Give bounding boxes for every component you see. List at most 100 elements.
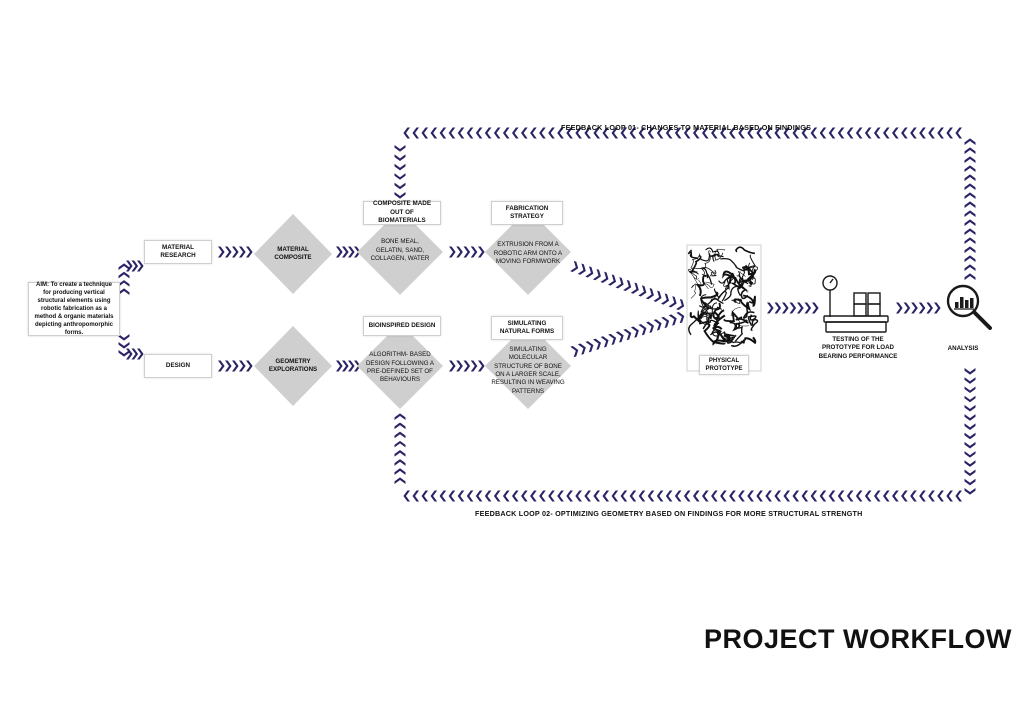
chevron	[600, 335, 611, 348]
chevron	[457, 127, 465, 139]
chevron	[647, 490, 655, 502]
chevron	[638, 285, 649, 298]
chevron	[493, 127, 501, 139]
chevron	[577, 342, 588, 355]
chevron	[964, 395, 976, 403]
chevron	[964, 441, 976, 449]
chevron	[782, 302, 789, 314]
chevron	[656, 490, 664, 502]
chevron	[118, 271, 130, 279]
chevron	[928, 490, 935, 502]
chevron	[466, 490, 474, 502]
chevron	[668, 296, 679, 309]
chevron	[828, 490, 836, 502]
chevron	[653, 290, 664, 304]
chevron	[810, 490, 818, 502]
chevron	[964, 255, 976, 262]
chevron	[738, 490, 745, 502]
chevron	[638, 490, 646, 502]
chevron	[964, 488, 976, 495]
chevron	[964, 156, 976, 163]
chevron	[747, 490, 754, 502]
chevron	[584, 490, 591, 502]
chevron	[819, 127, 827, 139]
chevron	[118, 280, 130, 287]
chevron	[901, 490, 908, 502]
chevron	[919, 127, 926, 139]
chevron	[964, 138, 976, 145]
chevron	[964, 147, 976, 154]
chevron	[239, 360, 246, 372]
chevron	[448, 490, 456, 502]
chevron	[342, 246, 349, 258]
chevron	[394, 422, 406, 430]
chevron	[668, 313, 679, 326]
chevron	[901, 127, 908, 139]
chevron	[765, 490, 772, 502]
page-title: PROJECT WORKFLOW	[704, 624, 1012, 654]
chevron	[394, 431, 406, 439]
chevron	[692, 490, 700, 502]
chevron	[403, 127, 410, 139]
box-bioinspired-design: BIOINSPIRED DESIGN	[363, 316, 441, 336]
chevron	[593, 337, 603, 350]
chevron	[910, 490, 917, 502]
chevron	[246, 246, 253, 258]
chevron	[946, 490, 953, 502]
chevron	[493, 490, 501, 502]
chevron	[964, 264, 976, 271]
chevron	[720, 490, 727, 502]
chevron	[348, 360, 355, 372]
chevron	[910, 127, 917, 139]
chevron	[484, 127, 492, 139]
chevron	[430, 490, 438, 502]
chevron	[926, 302, 933, 314]
diamond-extrusion	[485, 209, 571, 295]
chevron	[521, 490, 528, 502]
chevron	[225, 360, 232, 372]
chevron	[484, 490, 492, 502]
chevron	[676, 298, 687, 312]
chevron	[964, 219, 976, 226]
chevron	[439, 127, 447, 139]
chevron	[837, 127, 845, 139]
feedback-loop-1-label: FEEDBACK LOOP 01- CHANGES TO MATERIAL BA…	[561, 123, 812, 132]
chevron	[394, 449, 406, 457]
chevron	[394, 413, 406, 420]
chevron	[394, 145, 406, 152]
chevron	[463, 246, 471, 258]
label-geometry-explorations: GEOMETRY EXPLORATIONS	[268, 357, 318, 373]
chevron	[592, 268, 603, 282]
chevron	[792, 490, 800, 502]
chevron	[611, 490, 619, 502]
chevron	[683, 490, 691, 502]
chevron	[789, 302, 797, 314]
chevron	[964, 423, 976, 430]
chevron	[653, 318, 664, 331]
chevron	[873, 490, 881, 502]
chevron	[448, 127, 456, 139]
diamond-bone-meal	[357, 209, 443, 295]
chevron	[239, 246, 246, 258]
chevron	[674, 490, 682, 502]
chevron	[812, 302, 819, 314]
chevron	[702, 490, 709, 502]
chevron	[539, 127, 546, 139]
chevron	[615, 330, 626, 343]
chevron	[964, 377, 976, 384]
chevron	[430, 127, 438, 139]
chevron	[600, 271, 611, 285]
chevron	[394, 182, 406, 190]
chevron	[964, 210, 976, 217]
chevron	[336, 360, 343, 372]
physical-prototype-image	[686, 244, 762, 372]
chevron	[470, 246, 478, 258]
chevron	[903, 302, 911, 314]
chevron	[855, 490, 863, 502]
chevron	[585, 266, 596, 279]
chevron	[570, 344, 580, 358]
chevron	[475, 490, 483, 502]
feedback-loop-2-label: FEEDBACK LOOP 02- OPTIMIZING GEOMETRY BA…	[475, 509, 863, 518]
chevron	[661, 315, 671, 329]
